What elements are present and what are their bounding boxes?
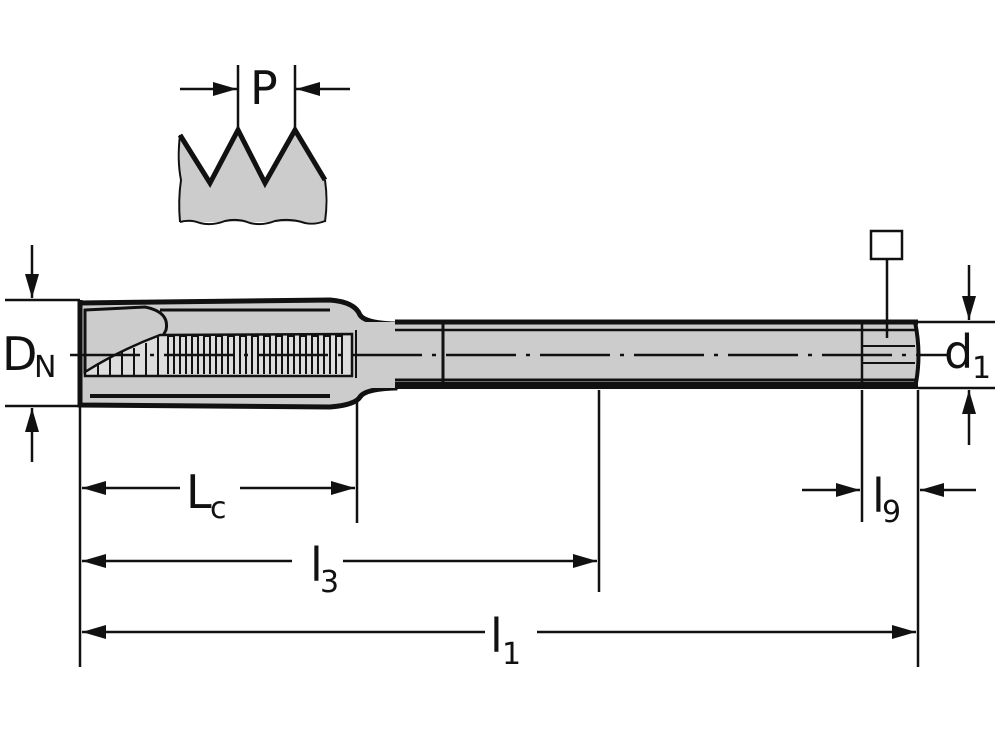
dimension-l3: l 3 [82,538,597,600]
pitch-label: P [250,61,278,115]
lc-label-sub: c [210,491,227,526]
dn-label-sub: N [34,350,56,385]
d1-label-sub: 1 [972,351,991,386]
lc-label-main: L [186,465,212,519]
l3-label-main: l [310,538,323,592]
l3-label-sub: 3 [320,565,339,600]
dimension-l9: l 9 [802,469,976,530]
dimension-d1: d 1 [918,265,995,445]
extension-lines [78,390,920,667]
l9-label-main: l [872,469,885,523]
thread-profile-detail: P [177,61,350,226]
dn-label-main: D [2,327,37,381]
d1-label-main: d [944,325,973,379]
l1-label-sub: 1 [502,637,521,672]
l9-label-sub: 9 [882,495,901,530]
square-drive-symbol [869,229,904,338]
tap-body [70,297,948,410]
dimension-DN: D N [2,245,80,462]
l1-label-main: l [490,609,503,663]
dimension-l1: l 1 [82,609,916,672]
dimension-Lc: L c [82,465,355,526]
